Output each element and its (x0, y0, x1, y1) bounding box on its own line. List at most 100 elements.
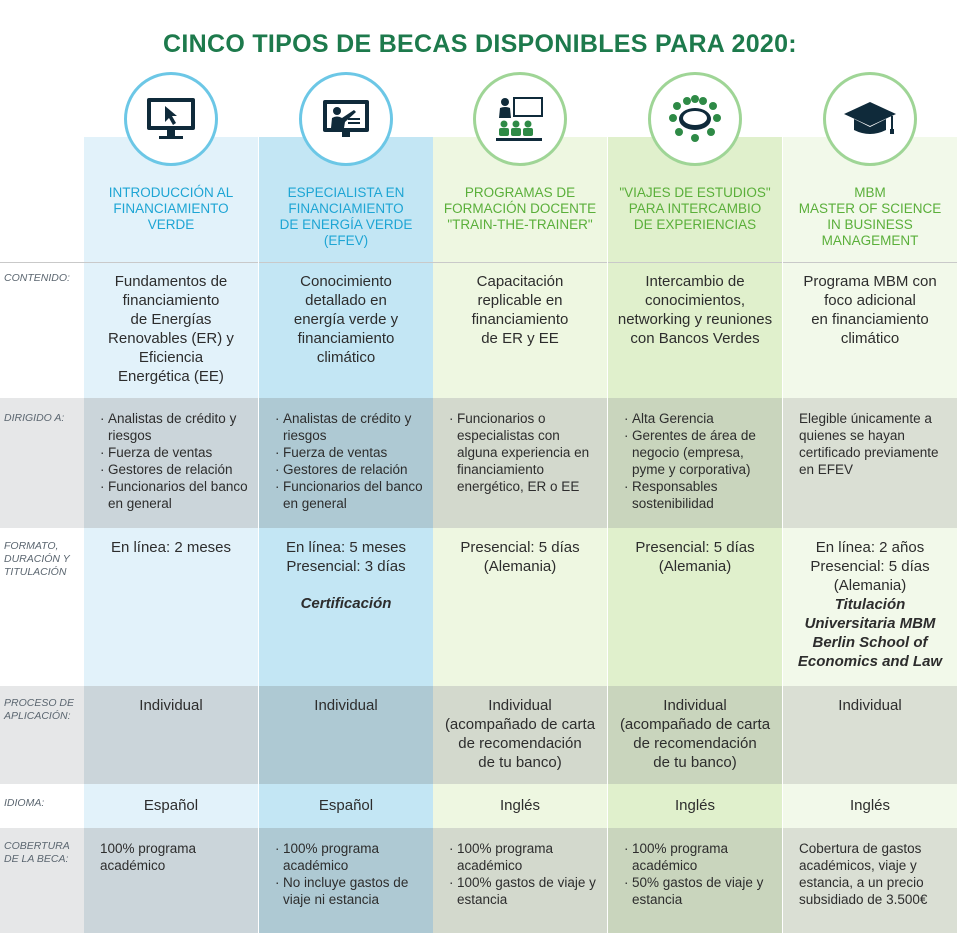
contenido-line: de ER y EE (481, 330, 559, 347)
audience-item: Analistas de crédito y riesgos (275, 410, 425, 444)
cell-formato: Presencial: 5 días(Alemania) (433, 538, 607, 576)
label-band-proceso (0, 686, 84, 784)
contenido-line: climático (316, 349, 376, 366)
cell-formato: En línea: 2 meses (84, 538, 258, 557)
classroom-trainer-icon (473, 72, 567, 166)
proceso-line: Individual (314, 697, 378, 714)
cell-formato: Presencial: 5 días(Alemania) (608, 538, 782, 576)
contenido-line: Energética (EE) (118, 368, 224, 385)
cell-idioma: Inglés (499, 797, 541, 814)
cell-cobertura: 100% programa académico (100, 840, 250, 874)
column-heading-line: PARA INTERCAMBIO (628, 201, 762, 216)
contenido-line: en financiamiento (811, 311, 929, 328)
column-heading-line: IN BUSINESS (827, 217, 913, 232)
cell-dirigido: Analistas de crédito y riesgosFuerza de … (275, 410, 425, 512)
audience-item: Fuerza de ventas (275, 444, 425, 461)
audience-list: Analistas de crédito y riesgosFuerza de … (275, 410, 425, 512)
cell-idioma: Español (318, 797, 374, 814)
page-title: CINCO TIPOS DE BECAS DISPONIBLES PARA 20… (0, 30, 960, 59)
title-part: CINCO (163, 29, 253, 58)
label-band-cobertura (0, 828, 84, 933)
divider (608, 262, 782, 263)
contenido-line: Eficiencia (138, 349, 204, 366)
coverage-text: Cobertura de gastos académicos, viaje y … (799, 841, 928, 907)
cell-dirigido: Alta GerenciaGerentes de área de negocio… (624, 410, 774, 512)
coverage-item: 100% programa académico (449, 840, 599, 874)
column-heading-line: ESPECIALISTA EN (287, 185, 405, 200)
row-band (433, 686, 607, 784)
row-label-proceso: PROCESO DE APLICACIÓN: (4, 697, 75, 722)
row-label-idioma: IDIOMA: (4, 797, 45, 809)
label-band-dirigido (0, 398, 84, 528)
formato-line: En línea: 5 meses (285, 539, 407, 556)
contenido-line: networking y reuniones (617, 311, 773, 328)
cell-cobertura: 100% programa académicoNo incluye gastos… (275, 840, 425, 908)
audience-item: Fuerza de ventas (100, 444, 250, 461)
formato-line: (Alemania) (833, 577, 907, 594)
contenido-line: Programa MBM con (803, 273, 937, 290)
coverage-item: No incluye gastos de viaje ni estancia (275, 874, 425, 908)
formato-line: En línea: 2 años (815, 539, 925, 556)
column-heading-line: FINANCIAMIENTO (288, 201, 404, 216)
contenido-line: Fundamentos de (114, 273, 228, 290)
formato-line: (Alemania) (658, 558, 732, 575)
column-heading-line: MBM (854, 185, 886, 200)
title-bold-part: TIPOS DE BECAS (252, 29, 468, 58)
column-heading-line: MANAGEMENT (821, 233, 919, 248)
contenido-line: climático (840, 330, 900, 347)
formato-emphasis: Economics and Law (797, 653, 943, 670)
column-heading-line: "TRAIN-THE-TRAINER" (447, 217, 593, 232)
coverage-item: 100% programa académico (100, 841, 197, 873)
row-band (783, 828, 957, 933)
cell-idioma: Español (143, 797, 199, 814)
contenido-line: financiamiento (122, 292, 220, 309)
audience-list: Funcionarios o especialistas con alguna … (449, 410, 599, 495)
row-band (84, 828, 258, 933)
cell-idioma: Inglés (849, 797, 891, 814)
divider (783, 262, 957, 263)
column-heading-line: INTRODUCCIÓN AL (108, 185, 234, 200)
cell-cobertura: 100% programa académico50% gastos de via… (624, 840, 774, 908)
row-label-dirigido: DIRIGIDO A: (4, 412, 65, 424)
proceso-line: Individual (838, 697, 902, 714)
proceso-line: (acompañado de carta (619, 716, 771, 733)
audience-text: Elegible únicamente a quienes se hayan c… (799, 411, 939, 477)
column-heading-line: MASTER OF SCIENCE (798, 201, 942, 216)
column-heading-line: FINANCIAMIENTO (113, 201, 229, 216)
cell-dirigido: Elegible únicamente a quienes se hayan c… (799, 410, 949, 478)
row-band (783, 686, 957, 784)
row-label-contenido: CONTENIDO: (4, 272, 70, 284)
graduation-cap-icon (823, 72, 917, 166)
proceso-line: Individual (663, 697, 727, 714)
formato-emphasis: Universitaria MBM (804, 615, 936, 632)
coverage-item: 100% programa académico (624, 840, 774, 874)
formato-line: Presencial: 3 días (286, 558, 406, 575)
audience-item: Funcionarios o especialistas con alguna … (449, 410, 599, 495)
formato-emphasis: Certificación (300, 595, 392, 612)
contenido-line: financiamiento (471, 311, 569, 328)
audience-item: Gerentes de área de negocio (empresa, py… (624, 427, 774, 478)
cell-dirigido: Funcionarios o especialistas con alguna … (449, 410, 599, 495)
column-heading-line: DE EXPERIENCIAS (633, 217, 757, 232)
coverage-list: 100% programa académico50% gastos de via… (624, 840, 774, 908)
row-band (783, 398, 957, 528)
row-band (259, 686, 433, 784)
audience-item: Analistas de crédito y riesgos (100, 410, 250, 444)
coverage-list: 100% programa académico (100, 840, 250, 874)
contenido-line: conocimientos, (644, 292, 746, 309)
divider (0, 262, 84, 263)
divider (433, 262, 607, 263)
contenido-line: replicable en (477, 292, 563, 309)
spacer (259, 576, 433, 594)
